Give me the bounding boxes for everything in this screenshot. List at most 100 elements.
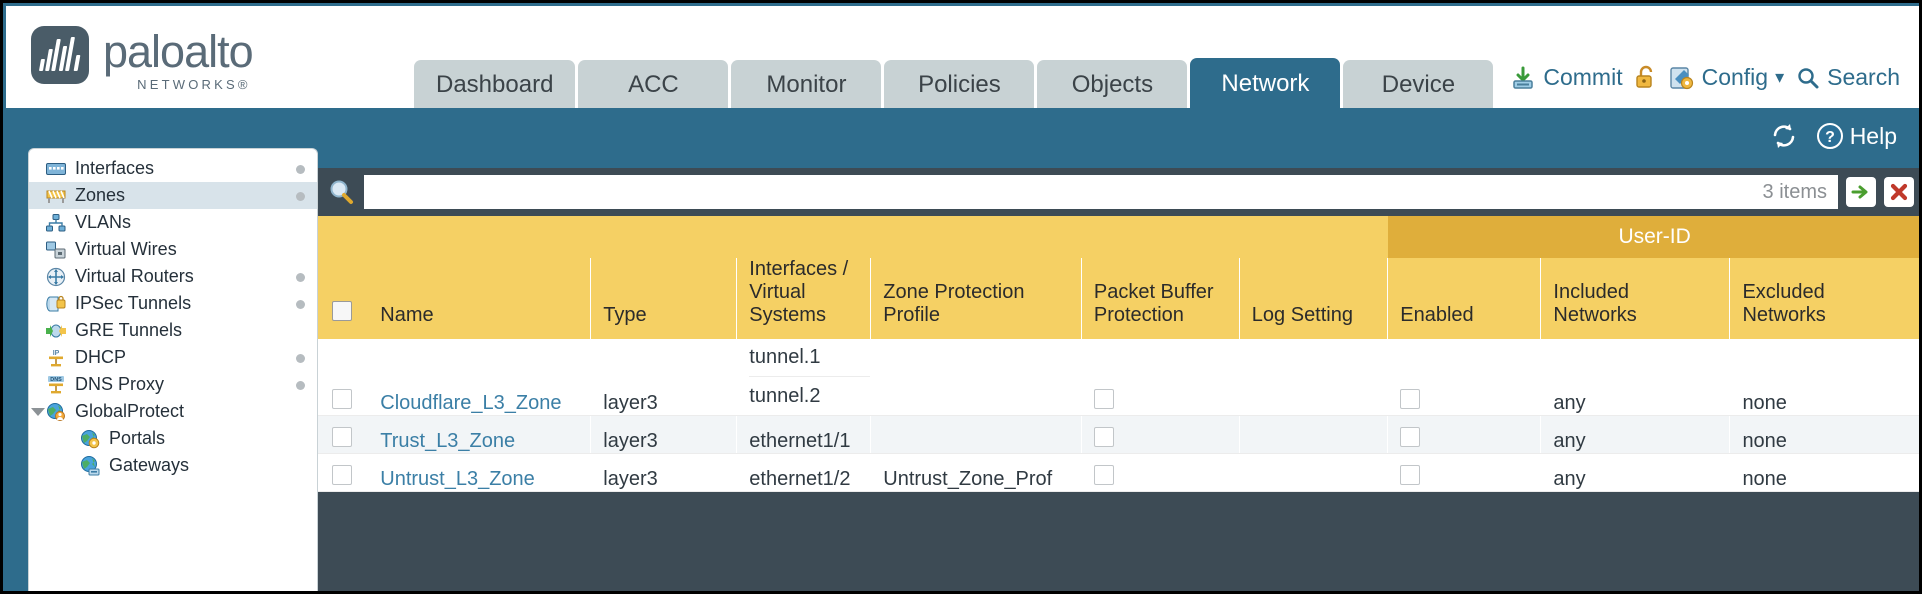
sidebar-item-ipsec-tunnels[interactable]: IPSec Tunnels [29,290,317,317]
packet-buffer-protection-checkbox[interactable] [1093,427,1114,447]
refresh-icon [1770,122,1798,150]
sidebar-item-interfaces[interactable]: Interfaces [29,155,317,182]
brand-logo[interactable]: paloalto NETWORKS® [31,26,254,92]
cell-name: Cloudflare_L3_Zone [368,339,592,416]
table-row[interactable]: Trust_L3_Zone layer3 ethernet1/1 any non… [318,415,1919,454]
userid-enabled-checkbox[interactable] [1400,389,1421,409]
tab-dashboard[interactable]: Dashboard [414,60,576,110]
packet-buffer-protection-checkbox[interactable] [1093,389,1114,409]
column-header-enabled[interactable]: Enabled [1387,258,1542,339]
group-header-userid: User-ID [1387,216,1919,258]
cell-interfaces: ethernet1/2 [736,453,872,492]
sidebar-item-label: IPSec Tunnels [75,293,192,313]
svg-text:?: ? [1825,129,1835,146]
cell-name: Untrust_L3_Zone [368,453,592,492]
ipsec-tunnels-icon [43,295,69,313]
userid-enabled-checkbox[interactable] [1400,427,1421,447]
cell-userid-enabled [1387,453,1542,492]
cell-log-setting [1239,339,1389,416]
search-icon[interactable] [328,178,356,206]
zone-link[interactable]: Cloudflare_L3_Zone [380,392,562,414]
column-header-excluded-networks[interactable]: Excluded Networks [1729,258,1919,339]
header-band: paloalto NETWORKS® Dashboard ACC Monitor… [6,6,1919,110]
utility-bar-actions: ? Help [1770,122,1897,150]
lock-button[interactable] [1635,65,1657,91]
sidebar-item-globalprotect[interactable]: GlobalProtect [29,398,317,425]
help-label: Help [1849,122,1897,149]
chevron-down-icon: ▾ [1775,67,1785,87]
sidebar-item-portals[interactable]: Portals [29,425,317,452]
row-checkbox[interactable] [332,427,352,447]
column-header-log-setting[interactable]: Log Setting [1239,258,1389,339]
status-dot [296,299,305,309]
tab-label: Monitor [766,71,847,98]
sidebar-item-label: DHCP [75,347,127,367]
cell-type: layer3 [590,415,738,454]
table-row[interactable]: Untrust_L3_Zone layer3 ethernet1/2 Untru… [318,453,1919,492]
tab-device[interactable]: Device [1343,60,1494,110]
sidebar-item-gre-tunnels[interactable]: GRE Tunnels [29,317,317,344]
group-header-spacer [318,216,1389,258]
left-nav-sidebar: Interfaces Zones VLANs Virtual Wires [28,148,318,591]
tab-policies[interactable]: Policies [884,60,1035,110]
search-field-wrapper[interactable]: 3 items [364,175,1838,209]
sidebar-item-dhcp[interactable]: IP DHCP [29,344,317,371]
config-menu[interactable]: Config ▾ [1669,64,1785,91]
refresh-button[interactable] [1770,122,1798,150]
sidebar-item-virtual-routers[interactable]: Virtual Routers [29,263,317,290]
status-dot [296,191,305,201]
sidebar-item-label: Zones [75,185,126,205]
status-dot [296,272,305,282]
clear-filter-button[interactable] [1884,177,1914,207]
search-input[interactable] [375,177,1763,207]
column-header-type[interactable]: Type [590,258,738,339]
sidebar-item-label: GlobalProtect [75,401,185,421]
cell-excluded-networks: none [1729,415,1919,454]
search-button[interactable]: Search [1796,64,1900,91]
row-select-cell [318,339,369,416]
tab-label: Device [1381,71,1456,98]
column-header-interfaces[interactable]: Interfaces / Virtual Systems [736,258,872,339]
sidebar-item-label: DNS Proxy [75,374,165,394]
column-header-name[interactable]: Name [368,258,592,339]
select-all-checkbox[interactable] [332,301,352,321]
packet-buffer-protection-checkbox[interactable] [1093,465,1114,485]
config-wrench-icon [1669,65,1695,91]
sidebar-item-zones[interactable]: Zones [29,182,317,209]
apply-filter-button[interactable] [1846,177,1876,207]
table-row[interactable]: Cloudflare_L3_Zone layer3 tunnel.1 tunne… [318,339,1919,416]
sidebar-item-dns-proxy[interactable]: DNS DNS Proxy [29,371,317,398]
userid-enabled-checkbox[interactable] [1400,465,1421,485]
tab-network[interactable]: Network [1190,58,1341,110]
column-header-included-networks[interactable]: Included Networks [1540,258,1731,339]
sidebar-item-gateways[interactable]: Gateways [29,452,317,479]
unlocked-padlock-icon [1635,65,1657,91]
table-header-row: Name Type Interfaces / Virtual Systems Z… [318,258,1919,339]
help-button[interactable]: ? Help [1816,122,1897,150]
status-dot [296,380,305,390]
tab-acc[interactable]: ACC [578,60,729,110]
sidebar-item-vlans[interactable]: VLANs [29,209,317,236]
column-header-zone-protection-profile[interactable]: Zone Protection Profile [870,258,1082,339]
tab-objects[interactable]: Objects [1037,60,1188,110]
cell-excluded-networks: none [1729,453,1919,492]
zone-link[interactable]: Trust_L3_Zone [380,430,516,452]
cell-packet-buffer-protection [1081,339,1240,416]
chevron-down-icon[interactable] [31,407,45,416]
tab-label: Policies [918,71,1001,98]
filter-bar: 3 items [318,168,1919,216]
dhcp-icon: IP [43,348,69,368]
column-header-packet-buffer-protection[interactable]: Packet Buffer Protection [1081,258,1240,339]
sidebar-item-virtual-wires[interactable]: Virtual Wires [29,236,317,263]
zone-link[interactable]: Untrust_L3_Zone [380,468,535,490]
row-checkbox[interactable] [332,389,352,409]
tab-monitor[interactable]: Monitor [731,60,882,110]
interface-list: tunnel.1 tunnel.2 [749,339,871,415]
commit-button[interactable]: Commit [1510,64,1623,91]
cell-packet-buffer-protection [1081,453,1240,492]
zones-icon [43,188,69,204]
tab-label: Network [1221,70,1310,97]
row-checkbox[interactable] [332,465,352,485]
cell-included-networks: any [1540,339,1731,416]
dns-proxy-icon: DNS [43,375,69,395]
